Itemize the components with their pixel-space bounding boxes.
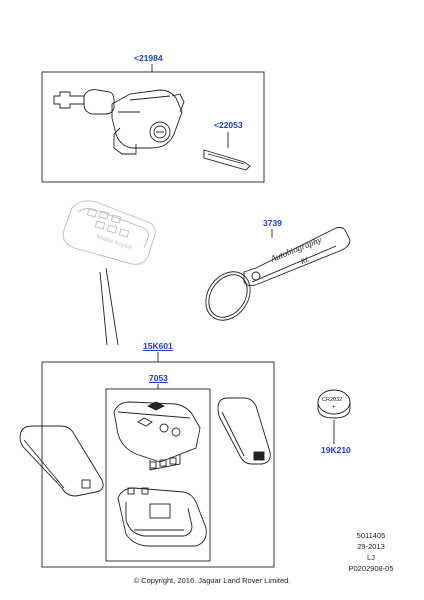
keyring-script-text: Autobiography: [268, 234, 323, 264]
lock-barrel-drawing: [53, 89, 185, 155]
kit-frame: [41, 361, 275, 568]
reference-date: 29-2013: [357, 542, 385, 551]
callout-22053[interactable]: <22053: [214, 120, 243, 130]
battery-type-text: CR2032: [322, 397, 342, 403]
battery-plus-text: +: [332, 405, 336, 411]
battery-drawing: [317, 389, 351, 419]
module-top-drawing: [113, 401, 201, 471]
module-bottom-drawing: [117, 487, 207, 547]
smart-key-fob-drawing: [62, 200, 156, 265]
copyright-notice: © Copyright, 2016. Jaguar Land Rover Lim…: [133, 576, 291, 585]
keyring-script-text-2: RL: [299, 255, 311, 266]
reference-model: LJ: [367, 553, 375, 562]
case-left-drawing: [19, 425, 104, 497]
callout-19K210[interactable]: 19K210: [321, 445, 351, 455]
key-blade-drawing: [203, 149, 251, 171]
callout-15K601[interactable]: 15K601: [143, 341, 173, 351]
callout-3739[interactable]: 3739: [263, 218, 282, 228]
callout-21984[interactable]: <21984: [134, 53, 163, 63]
leader-fob-b: [105, 267, 119, 346]
lock-assembly-frame: [41, 71, 265, 183]
callout-7053[interactable]: 7053: [149, 373, 168, 383]
keyring-drawing: [205, 227, 351, 321]
reference-illustration-id: P0202908-05: [348, 564, 394, 573]
case-right-drawing: [217, 397, 271, 465]
leader-fob-a: [99, 271, 108, 346]
module-frame: [105, 388, 211, 562]
reference-number: 5011405: [356, 531, 386, 540]
